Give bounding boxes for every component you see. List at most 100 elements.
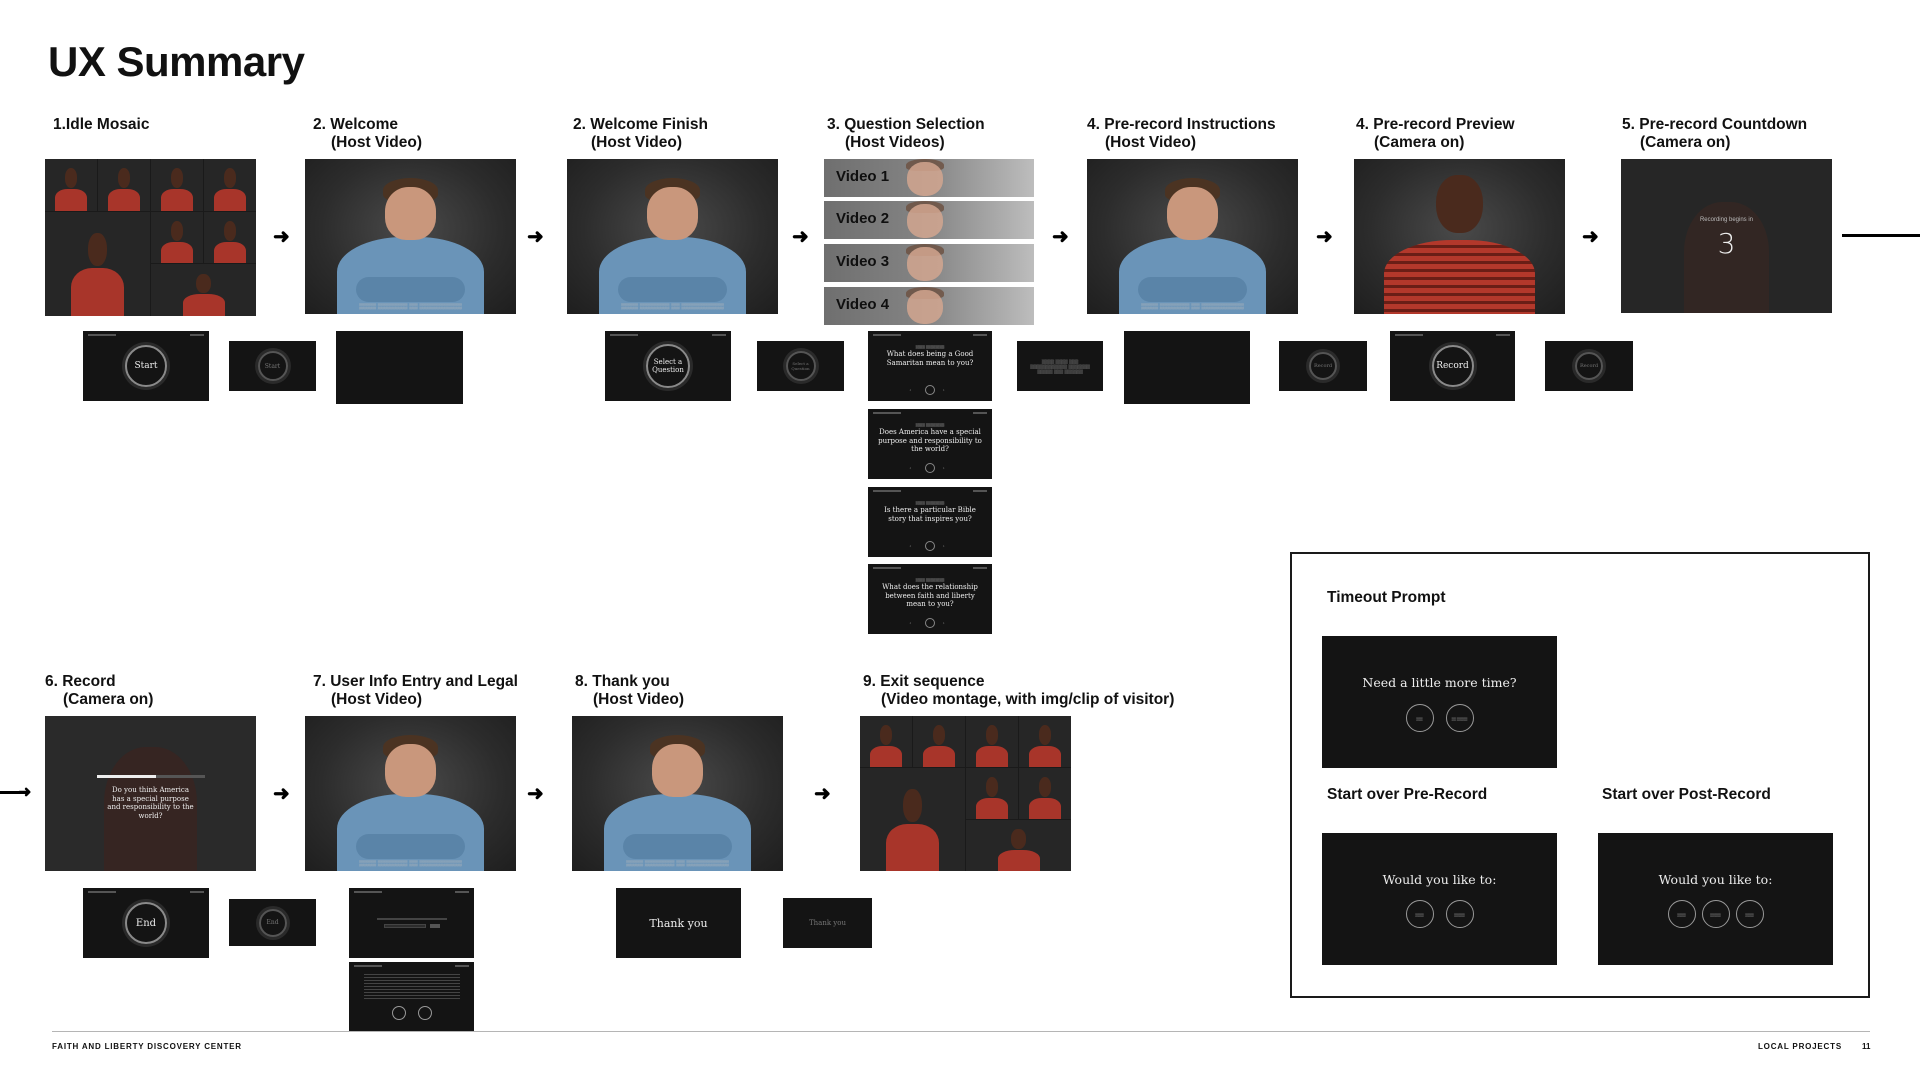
countdown-camera: Recording begins in 3 xyxy=(1621,159,1832,313)
start-over-post-label: Start over Post-Record xyxy=(1602,786,1771,803)
email-field[interactable] xyxy=(383,924,426,928)
step-subtitle: (Video montage, with img/clip of visitor… xyxy=(881,691,1175,708)
record-question-text: Do you think America has a special purpo… xyxy=(107,786,194,820)
end-screen: End xyxy=(83,888,209,958)
return-button[interactable]: ▒▒▒▒▒ xyxy=(1701,900,1730,928)
submit-button[interactable] xyxy=(429,924,440,928)
end-button-dim: End xyxy=(258,908,287,937)
mosaic-tile xyxy=(151,159,203,211)
step-subtitle: (Host Video) xyxy=(593,691,684,708)
record-button[interactable]: Record xyxy=(1431,345,1474,387)
record-screen: Record xyxy=(1390,331,1515,401)
timeout-question: Need a little more time? xyxy=(1362,675,1517,690)
question-card-3[interactable]: ▒▒▒▒ ▒▒▒▒▒▒▒▒ Is there a particular Bibl… xyxy=(868,487,992,557)
step-label-user-info: 7. User Info Entry and Legal(Host Video) xyxy=(313,673,518,709)
timeout-options: ▒▒▒ ▒▒ ▒▒▒▒▒ xyxy=(1322,704,1557,732)
arrow-icon: ➜ xyxy=(18,784,32,801)
start-button[interactable]: Start xyxy=(125,345,167,387)
form-label-line xyxy=(376,918,447,920)
arrow-icon: ➜ xyxy=(1582,226,1599,248)
prerecord-preview-camera xyxy=(1354,159,1565,314)
start-over-options: ▒▒▒▒▒▒▒▒▒ xyxy=(1322,900,1557,928)
start-screen: Start xyxy=(83,331,209,401)
visitor-figure xyxy=(1354,159,1565,314)
return-button[interactable]: ▒▒▒▒▒ xyxy=(1445,900,1474,928)
video-option-1[interactable]: Video 1 xyxy=(824,159,1034,197)
yes-button[interactable]: ▒▒▒ xyxy=(1405,704,1434,732)
host-figure xyxy=(567,159,778,314)
mosaic-tile xyxy=(913,716,965,767)
re-record-button[interactable]: ▒▒▒▒ xyxy=(1735,900,1764,928)
select-question-button[interactable]: Select a Question xyxy=(646,344,690,388)
no-button[interactable]: ▒▒ ▒▒▒▒▒ xyxy=(1445,704,1474,732)
end-screen-dim: End xyxy=(229,899,316,946)
question-text: Is there a particular Bible story that i… xyxy=(884,506,976,523)
start-over-button[interactable]: ▒▒▒▒ xyxy=(1667,900,1696,928)
step-title: 9. Exit sequence xyxy=(863,673,985,690)
video-option-2[interactable]: Video 2 xyxy=(824,201,1034,239)
start-screen-dim: Start xyxy=(229,341,316,391)
step-subtitle: (Camera on) xyxy=(1374,134,1465,151)
timeout-heading: Timeout Prompt xyxy=(1327,589,1446,606)
select-question-screen: Select a Question xyxy=(605,331,731,401)
footer-company: LOCAL PROJECTS xyxy=(1758,1042,1842,1051)
decline-button[interactable] xyxy=(391,1006,406,1020)
timeout-screen: Need a little more time? ▒▒▒ ▒▒ ▒▒▒▒▒ xyxy=(1322,636,1557,768)
step-label-prerecord-countdown: 5. Pre-record Countdown(Camera on) xyxy=(1622,116,1807,152)
select-question-button-dim: Select a Question xyxy=(785,351,816,381)
footer-org-name: FAITH AND LIBERTY DISCOVERY CENTER xyxy=(52,1042,242,1051)
arrow-icon: ➜ xyxy=(273,226,290,248)
step-subtitle: (Host Video) xyxy=(591,134,682,151)
host-figure xyxy=(305,159,516,314)
step-title: 4. Pre-record Instructions xyxy=(1087,116,1276,133)
video-option-4[interactable]: Video 4 xyxy=(824,287,1034,325)
host-figure xyxy=(1087,159,1298,314)
countdown-caption: Recording begins in xyxy=(1699,217,1754,223)
step-title: 2. Welcome xyxy=(313,116,399,133)
mosaic-tile xyxy=(966,820,1071,871)
subtitle-caption: ▒▒▒▒ ▒▒▒▒▒▒▒ ▒▒ ▒▒▒▒▒▒▒▒▒▒ xyxy=(621,304,724,310)
mosaic-tile xyxy=(45,159,97,211)
step-subtitle: (Host Videos) xyxy=(845,134,945,151)
video-option-3[interactable]: Video 3 xyxy=(824,244,1034,282)
start-button-dim: Start xyxy=(257,351,288,381)
record-button-dim: Record xyxy=(1575,352,1603,380)
step-label-welcome-finish: 2. Welcome Finish(Host Video) xyxy=(573,116,708,152)
record-progress-fill xyxy=(97,775,157,778)
arrow-icon: ➜ xyxy=(1316,226,1333,248)
accept-button[interactable] xyxy=(417,1006,432,1020)
record-screen-dim: Record xyxy=(1279,341,1367,391)
end-button[interactable]: End xyxy=(125,902,167,944)
question-nav: ‹ › xyxy=(868,385,992,395)
exit-mosaic-frame xyxy=(860,716,1071,871)
thank-you-host-video: ▒▒▒▒ ▒▒▒▒▒▒▒ ▒▒ ▒▒▒▒▒▒▒▒▒▒ xyxy=(572,716,783,871)
arrow-icon: ➜ xyxy=(814,783,831,805)
arrow-icon: ➜ xyxy=(527,783,544,805)
user-info-form-screen xyxy=(349,888,474,958)
step-label-prerecord-instructions: 4. Pre-record Instructions(Host Video) xyxy=(1087,116,1276,152)
host-figure xyxy=(305,716,516,871)
prerecord-instructions-host-video: ▒▒▒▒ ▒▒▒▒▒▒▒ ▒▒ ▒▒▒▒▒▒▒▒▒▒ xyxy=(1087,159,1298,314)
step-title: 8. Thank you xyxy=(575,673,670,690)
video-label: Video 4 xyxy=(836,296,890,313)
question-card-2[interactable]: ▒▒▒▒ ▒▒▒▒▒▒▒▒ Does America have a specia… xyxy=(868,409,992,479)
mosaic-tile xyxy=(966,768,1018,819)
question-card-4[interactable]: ▒▒▒▒ ▒▒▒▒▒▒▒▒ What does the relationship… xyxy=(868,564,992,634)
start-over-button[interactable]: ▒▒▒▒ xyxy=(1405,900,1434,928)
start-over-pre-label: Start over Pre-Record xyxy=(1327,786,1488,803)
start-over-pre-screen: Would you like to: ▒▒▒▒▒▒▒▒▒ xyxy=(1322,833,1557,965)
mosaic-tile xyxy=(966,716,1018,767)
question-screen-dim: ▒▒▒▒ ▒▒▒▒ ▒▒▒ ▒▒▒▒▒▒▒▒▒▒▒▒ ▒▒▒▒▒▒▒ ▒▒▒▒▒… xyxy=(1017,341,1103,391)
step-title: 6. Record xyxy=(45,673,116,690)
arrow-icon: ➜ xyxy=(273,783,290,805)
select-question-screen-dim: Select a Question xyxy=(757,341,844,391)
record-screen-dim: Record xyxy=(1545,341,1633,391)
question-card-1[interactable]: ▒▒▒▒ ▒▒▒▒▒▒▒▒ What does being a Good Sam… xyxy=(868,331,992,401)
idle-mosaic-frame xyxy=(45,159,256,316)
video-label: Video 2 xyxy=(836,210,890,227)
arrow-icon: ➜ xyxy=(527,226,544,248)
start-over-post-screen: Would you like to: ▒▒▒▒▒▒▒▒▒▒▒▒▒ xyxy=(1598,833,1833,965)
thank-you-screen: Thank you xyxy=(616,888,741,958)
step-label-prerecord-preview: 4. Pre-record Preview(Camera on) xyxy=(1356,116,1515,152)
user-info-host-video: ▒▒▒▒ ▒▒▒▒▒▒▒ ▒▒ ▒▒▒▒▒▒▒▒▒▒ xyxy=(305,716,516,871)
